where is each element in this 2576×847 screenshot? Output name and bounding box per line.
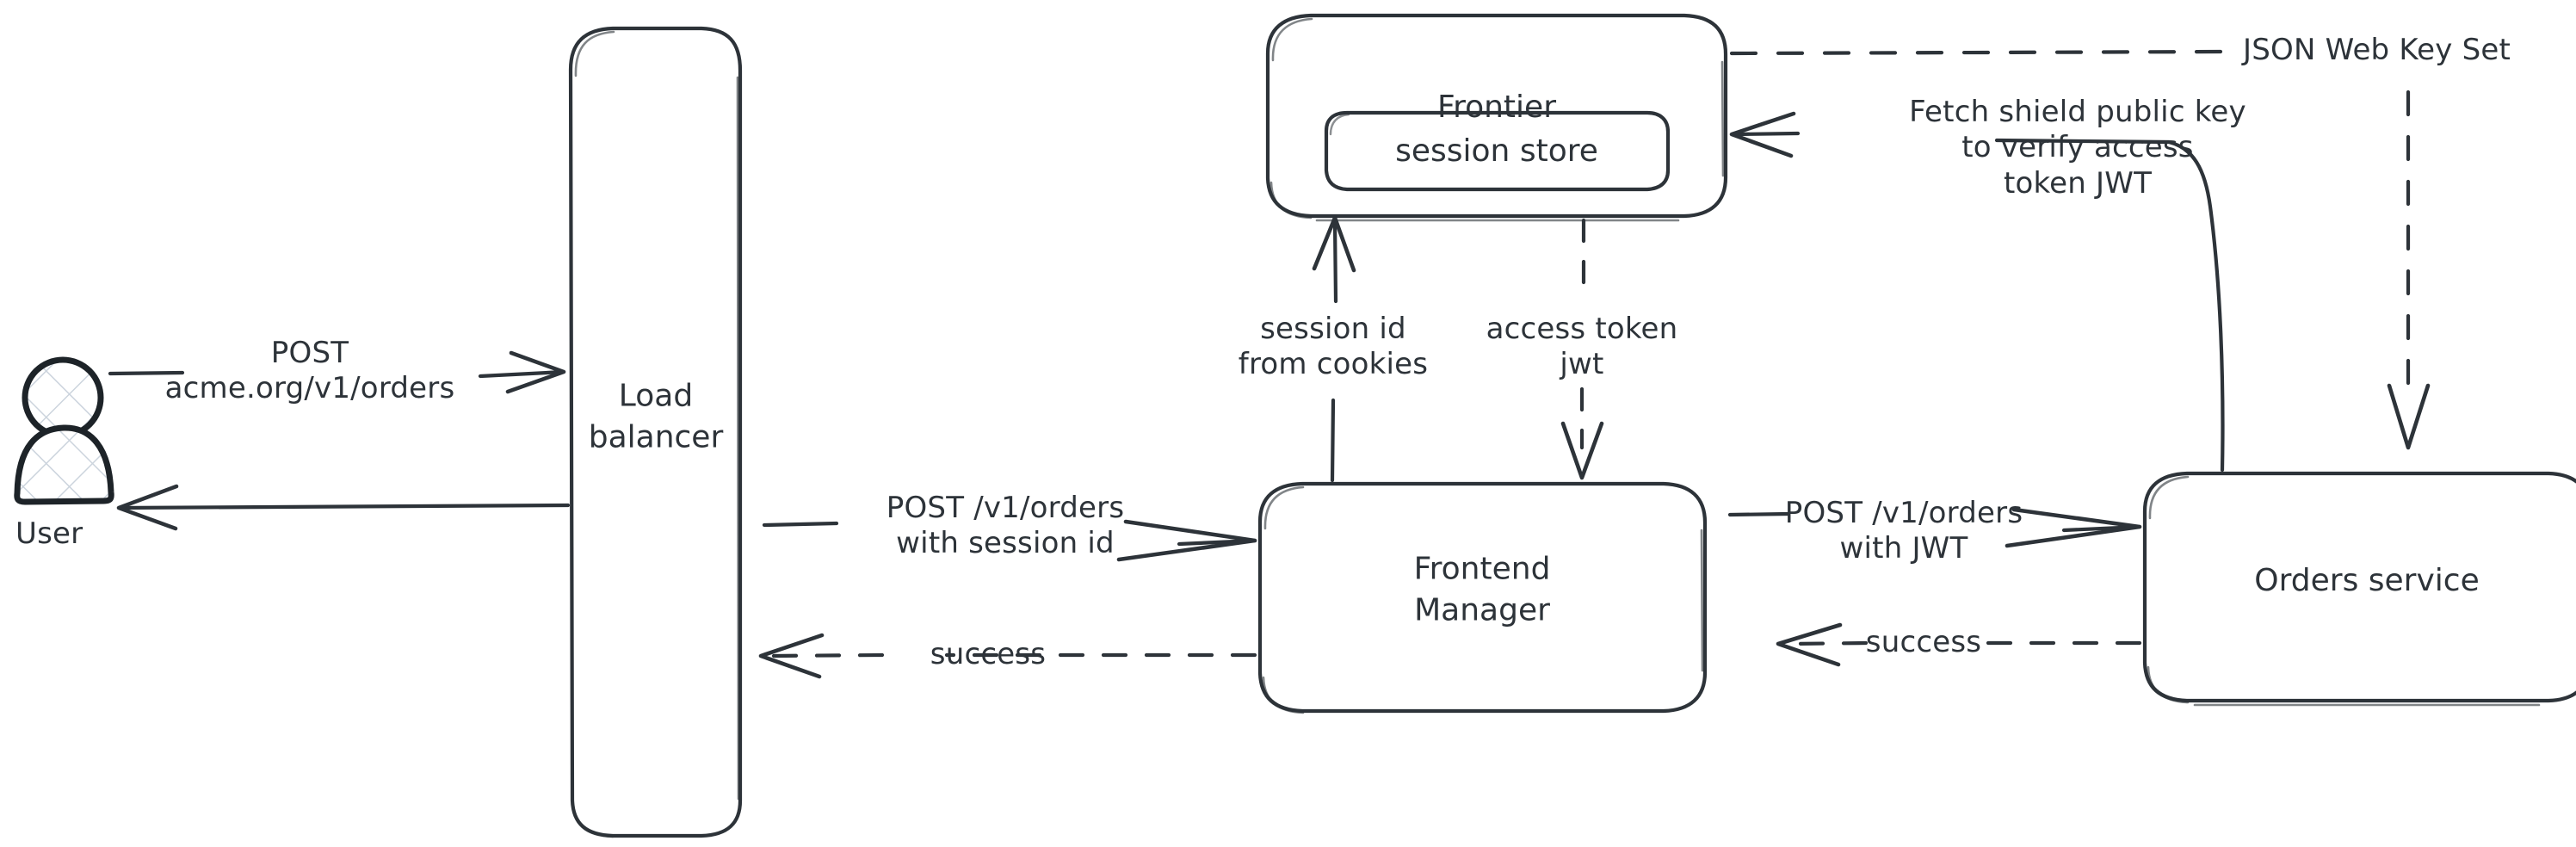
edge-label-jwks: JSON Web Key Set — [2243, 33, 2511, 67]
edge-user-to-lb — [108, 350, 566, 394]
edge-fm-to-orders — [1727, 507, 2142, 548]
edge-frontier-to-orders-jwks — [1729, 49, 2431, 450]
frontier-label: Frontier — [1436, 90, 1557, 126]
orders-service-label: Orders service — [2254, 563, 2480, 599]
edge-label-orders-to-fm-success: success — [1865, 625, 1982, 659]
load-balancer-label: Load balancer — [588, 378, 724, 454]
edge-label-fm-to-frontier: session id from cookies — [1238, 312, 1429, 382]
session-store-label: session store — [1395, 133, 1598, 170]
orders-service-shape[interactable] — [2142, 471, 2576, 707]
user-actor-icon — [14, 356, 114, 505]
edge-orders-to-frontier — [1729, 111, 2225, 473]
edge-fm-to-frontier — [1312, 215, 1356, 483]
edge-label-orders-to-frontier: Fetch shield public key to verify access… — [1909, 95, 2246, 201]
edge-orders-to-fm-success — [1776, 622, 2142, 667]
edge-lb-to-user — [116, 484, 571, 531]
session-store-shape[interactable] — [1324, 110, 1671, 192]
edge-frontier-to-fm — [1560, 218, 1604, 480]
edge-label-lb-to-fm: POST /v1/orders with session id — [886, 491, 1125, 561]
edge-fm-to-lb-success — [758, 633, 1257, 679]
edge-label-fm-to-lb-success: success — [930, 637, 1047, 671]
edge-lb-to-fm — [762, 519, 1257, 562]
frontend-manager-shape[interactable] — [1257, 481, 1708, 714]
load-balancer-shape[interactable] — [568, 26, 743, 838]
edge-label-user-to-lb: POST acme.org/v1/orders — [164, 336, 455, 406]
frontend-manager-label: Frontend Manager — [1413, 551, 1551, 628]
edge-label-fm-to-orders: POST /v1/orders with JWT — [1784, 496, 2023, 566]
edge-label-frontier-to-fm: access token jwt — [1486, 312, 1678, 382]
user-actor-label: User — [15, 516, 83, 551]
